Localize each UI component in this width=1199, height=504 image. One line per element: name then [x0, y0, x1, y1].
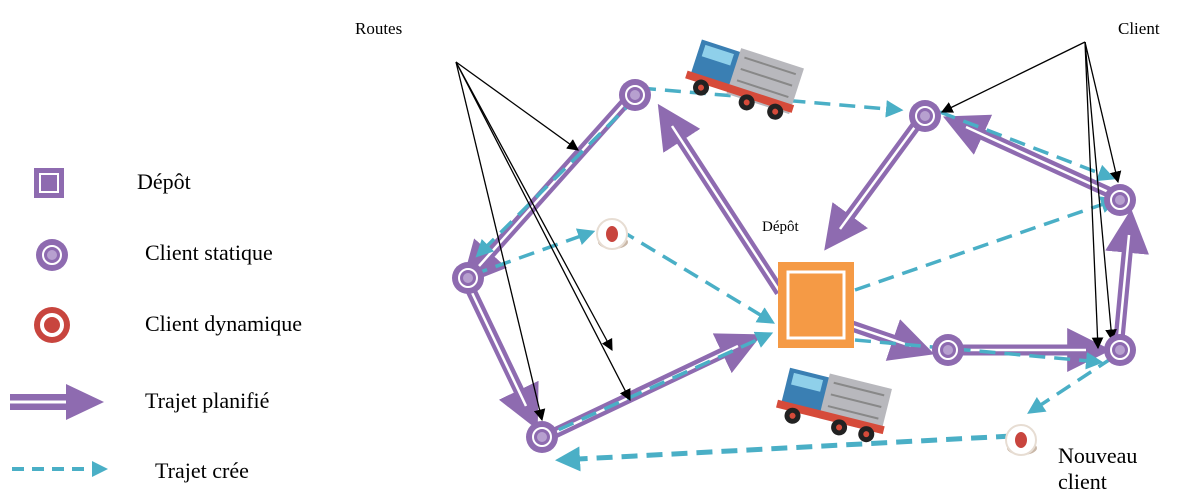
- created-route-segment: [939, 110, 1116, 182]
- created-route-segment: [555, 433, 1013, 472]
- routes-pointer: [455, 61, 613, 352]
- depot-node: [778, 262, 854, 348]
- planned-route-arrow-icon: [10, 384, 104, 420]
- routes-pointer: [455, 61, 631, 402]
- static-client-nodes: [452, 79, 1136, 453]
- legend-depot-text: Dépôt: [137, 169, 191, 194]
- pointer-arrows: [455, 41, 1122, 422]
- static-client-node: [1104, 334, 1136, 366]
- legend-static-client-text: Client statique: [145, 240, 273, 265]
- created-route-segment: [854, 338, 1104, 370]
- legend-dynamic-client-text: Client dynamique: [145, 311, 303, 336]
- dynamic-client-nodes: [596, 218, 1037, 456]
- static-client-node: [909, 100, 941, 132]
- routes-pointer: [455, 61, 546, 422]
- static-client-node: [452, 262, 484, 294]
- routes-label: Routes: [355, 19, 403, 38]
- dynamic-client-node: [596, 218, 628, 250]
- new-client-label-line2: client: [1058, 469, 1107, 494]
- client-pointer: [940, 41, 1086, 113]
- dynamic-client-icon: [34, 307, 70, 343]
- planned-routes: [461, 91, 1150, 445]
- created-route-segment: [535, 331, 774, 442]
- client-pointer: [1084, 41, 1117, 342]
- created-route-segment: [619, 228, 775, 324]
- created-route-dashed-arrow-icon: [12, 461, 108, 477]
- legend-planned-route-text: Trajet planifié: [145, 388, 270, 413]
- legend-created-route-text: Trajet crée: [155, 458, 249, 483]
- truck-image: [776, 367, 892, 443]
- truck-image: [685, 39, 804, 120]
- static-client-icon: [36, 239, 68, 271]
- dynamic-client-node: [1005, 424, 1037, 456]
- created-route-segment: [854, 196, 1119, 292]
- depot-center-label: Dépôt: [762, 219, 799, 235]
- client-pointer: [1084, 41, 1104, 350]
- created-route-segment: [1027, 356, 1113, 414]
- created-route-segment: [471, 228, 596, 277]
- created-route-segment: [475, 96, 638, 258]
- client-pointer: [1084, 41, 1122, 184]
- static-client-node: [932, 334, 964, 366]
- routes-pointer: [455, 61, 579, 151]
- client-label: Client: [1118, 19, 1160, 38]
- static-client-node: [619, 79, 651, 111]
- static-client-node: [1104, 184, 1136, 216]
- static-client-node: [526, 421, 558, 453]
- legend-icons: [10, 168, 108, 477]
- new-client-label-line1: Nouveau: [1058, 443, 1138, 468]
- depot-icon: [34, 168, 64, 198]
